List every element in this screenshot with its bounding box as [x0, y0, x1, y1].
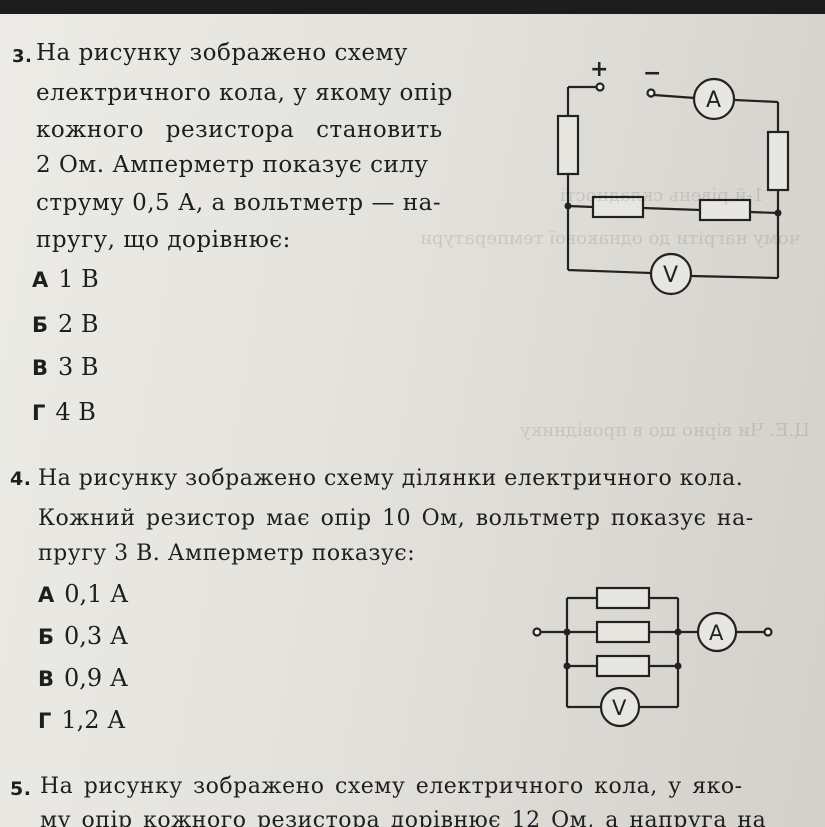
option-text: 0,9 А — [64, 664, 128, 692]
question-4-line-1: На рисунку зображено схему ділянки елект… — [38, 466, 744, 491]
question-4-number: 4. — [10, 468, 32, 490]
wire — [734, 98, 779, 104]
question-3-option-c[interactable]: В 3 В — [32, 353, 99, 381]
question-3-line-1: На рисунку зображено схему — [36, 40, 494, 66]
question-5-line-1: На рисунку зображено схему електричного … — [40, 774, 743, 799]
option-letter: Б — [38, 625, 55, 649]
question-3-option-b[interactable]: Б 2 В — [32, 310, 99, 338]
question-4-option-a[interactable]: А 0,1 А — [38, 580, 128, 608]
terminal-left — [532, 627, 542, 637]
junction-dot — [774, 209, 782, 217]
option-letter: Б — [32, 313, 49, 337]
question-5-line-2: му опір кожного резистора дорівнює 12 Ом… — [40, 808, 767, 827]
resistor-middle-2 — [698, 198, 752, 222]
terminal-plus — [595, 82, 605, 92]
resistor-3 — [595, 654, 651, 678]
question-3-line-6: пругу, що дорівнює: — [36, 227, 291, 253]
resistor-1 — [595, 586, 651, 610]
option-text: 0,3 А — [64, 622, 128, 650]
question-3-line-5: струму 0,5 А, а вольтметр — на- — [36, 190, 442, 216]
ammeter-circle — [692, 77, 736, 121]
option-text: 1,2 А — [61, 706, 126, 734]
option-text: 1 В — [58, 265, 99, 293]
option-letter: А — [32, 268, 49, 292]
wire — [567, 204, 594, 209]
terminal-minus — [646, 88, 656, 98]
option-letter: В — [32, 356, 49, 380]
wire — [642, 206, 701, 212]
wire — [749, 210, 779, 215]
question-3-number: 3. — [12, 46, 33, 67]
wire — [690, 274, 779, 280]
question-3-option-a[interactable]: А 1 В — [32, 265, 99, 293]
question-5-number: 5. — [10, 778, 32, 800]
question-4-option-b[interactable]: Б 0,3 А — [38, 622, 128, 650]
question-4-line-3: пругу 3 В. Амперметр показує: — [38, 541, 416, 566]
junction-dot — [674, 662, 682, 670]
question-3-line-3: кожного резистора становить — [36, 117, 443, 143]
junction-dot — [564, 202, 572, 210]
option-letter: В — [38, 667, 55, 691]
option-letter: А — [38, 583, 55, 607]
terminal-right — [763, 627, 773, 637]
option-text: 0,1 А — [64, 580, 129, 608]
voltmeter-circle — [649, 252, 693, 296]
question-3-line-2: електричного кола, у якому опір — [36, 80, 453, 106]
question-4-option-c[interactable]: В 0,9 А — [38, 664, 128, 692]
voltmeter-circle — [599, 686, 641, 728]
junction-dot — [563, 662, 571, 670]
question-3-option-d[interactable]: Г 4 В — [32, 398, 96, 426]
junction-dot — [563, 628, 571, 636]
resistor-2 — [595, 620, 651, 644]
minus-label: − — [643, 61, 661, 86]
option-text: 3 В — [58, 353, 99, 381]
dark-top-edge — [0, 0, 825, 14]
question-3-text-1: На рисунку зображено схему — [36, 40, 408, 66]
option-letter: Г — [38, 709, 52, 733]
plus-label: + — [590, 57, 608, 82]
wire — [567, 268, 652, 275]
option-letter: Г — [32, 401, 46, 425]
question-4-option-d[interactable]: Г 1,2 А — [38, 706, 125, 734]
resistor-middle-1 — [591, 195, 645, 219]
voltmeter-label: V — [663, 263, 678, 288]
question-4-line-2: Кожний резистор має опір 10 Ом, вольтмет… — [38, 506, 754, 531]
question-3-line-4: 2 Ом. Амперметр показує силу — [36, 152, 429, 178]
wire — [653, 93, 696, 100]
junction-dot — [674, 628, 682, 636]
option-text: 4 В — [55, 398, 96, 426]
ammeter-label: A — [709, 621, 724, 645]
voltmeter-label: V — [612, 696, 627, 720]
option-text: 2 В — [58, 310, 99, 338]
ammeter-label: A — [706, 88, 721, 113]
